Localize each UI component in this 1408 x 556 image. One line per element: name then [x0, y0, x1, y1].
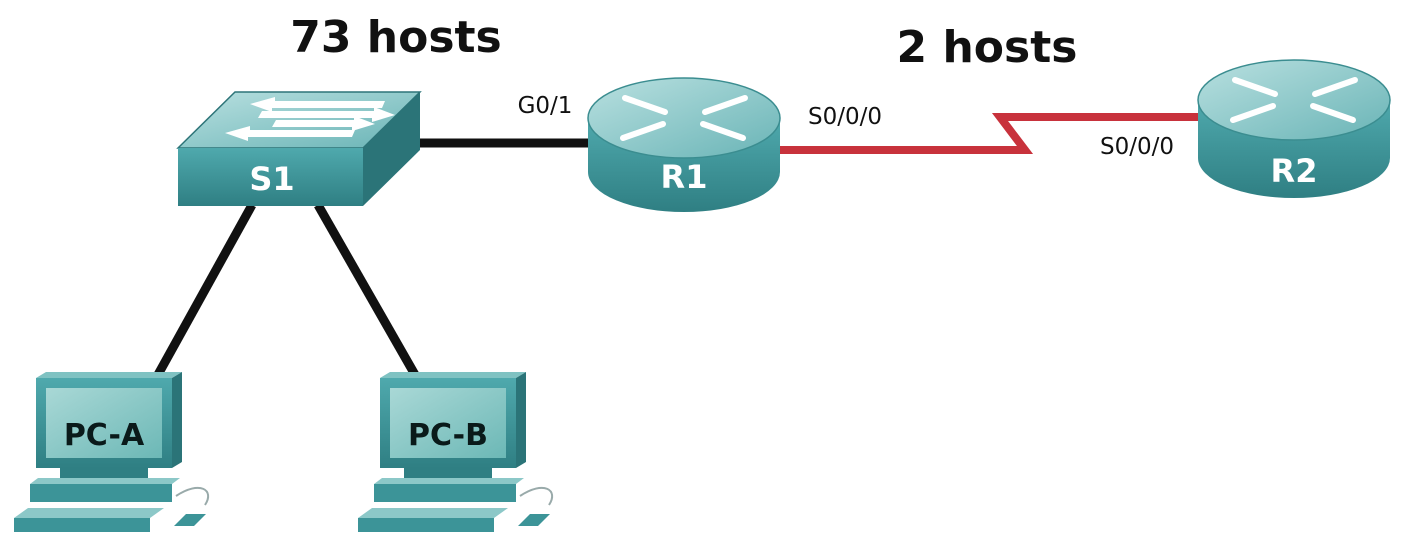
link-s1-pcb — [314, 202, 422, 383]
device-label-s1: S1 — [249, 160, 294, 198]
monitor-screen — [390, 388, 506, 458]
mouse-icon — [518, 514, 550, 526]
pc-a[interactable]: PC-A — [14, 372, 210, 532]
pc-b[interactable]: PC-B — [358, 372, 554, 532]
device-label-pc-a: PC-A — [64, 418, 145, 453]
router-r1[interactable]: R1 — [587, 77, 781, 212]
link-r1-r2-serial — [780, 113, 1206, 154]
router-r2[interactable]: R2 — [1197, 59, 1391, 198]
switch-s1[interactable]: S1 — [176, 91, 422, 206]
device-label-r2: R2 — [1271, 152, 1318, 190]
wan-host-count-label: 2 hosts — [897, 22, 1078, 73]
interface-label-r1-s0-0-0: S0/0/0 — [808, 104, 882, 130]
interface-label-r1-g0-1: G0/1 — [518, 93, 573, 119]
lan-host-count-label: 73 hosts — [290, 12, 502, 63]
mouse-icon — [174, 514, 206, 526]
link-s1-pca — [151, 202, 256, 383]
router-arrows-icon — [620, 95, 748, 141]
router-arrows-icon — [1230, 77, 1358, 123]
interface-label-r2-s0-0-0: S0/0/0 — [1100, 134, 1174, 160]
monitor-screen — [46, 388, 162, 458]
device-label-pc-b: PC-B — [408, 418, 488, 453]
links — [151, 113, 1206, 383]
switch-arrows-icon — [225, 97, 395, 141]
device-label-r1: R1 — [661, 158, 708, 196]
